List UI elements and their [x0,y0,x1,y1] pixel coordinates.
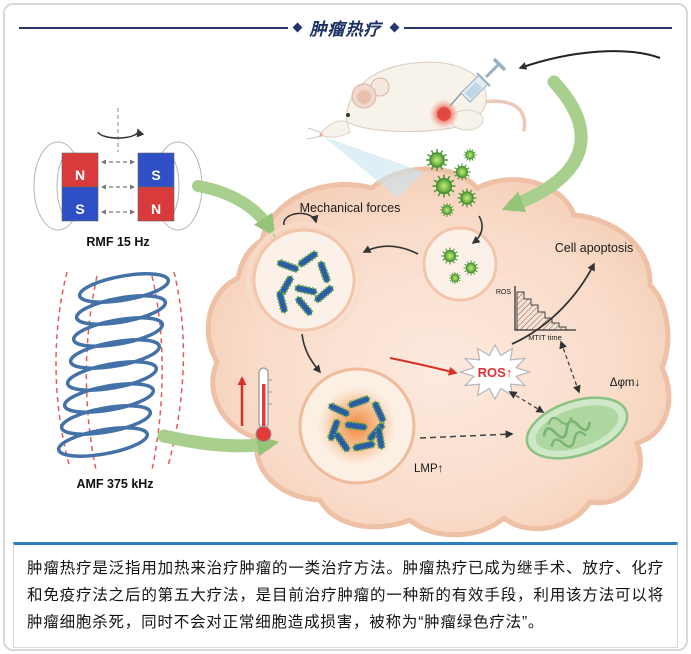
chart-y-label: ROS [496,289,512,296]
amf-label: AMF 375 kHz [76,477,153,491]
caption-box: 肿瘤热疗是泛指用加热来治疗肿瘤的一类治疗方法。肿瘤热疗已成为继手术、放疗、化疗和… [13,542,678,648]
ros-burst-label: ROS↑ [478,365,513,380]
page-title: 肿瘤热疗 [309,20,382,39]
diamond-icon [292,22,302,33]
tumor-spot [429,99,459,129]
mechanical-forces-label: Mechanical forces [300,201,401,215]
diagram: N S S N RMF 15 Hz [5,40,686,540]
caption-text: 肿瘤热疗是泛指用加热来治疗肿瘤的一类治疗方法。肿瘤热疗已成为继手术、放疗、化疗和… [27,560,664,631]
rmf-label: RMF 15 Hz [86,235,149,249]
ros-arrow [389,357,458,376]
lmp-label: LMP↑ [414,463,443,475]
coil-turns [56,272,171,458]
thermometer-icon [255,367,272,442]
mitochondria [525,396,629,460]
green-arrow-mouse [501,75,588,213]
green-arrow-bottom [157,429,280,457]
vesicle-endosome-1 [246,222,362,338]
green-arrow-top [192,180,276,237]
rotation-arc [283,212,319,226]
vesicle-endosome-2 [422,226,498,302]
cell-body [205,166,672,538]
arrow-vesicle1-to-heated [301,333,322,374]
header: 肿瘤热疗 [19,15,672,40]
delta-phi-label: Δφm↓ [610,377,640,389]
cell-apoptosis-label: Cell apoptosis [555,241,634,255]
dashed-link-chart-mito [559,340,581,394]
apoptosis-arrow [511,262,595,345]
magnet-pole-label: S [75,201,84,217]
chart-x-label: MTIT time [528,333,562,342]
diamond-icon [389,22,399,33]
magnet-pole-label: N [151,201,161,217]
rotation-arrow [97,128,145,139]
header-rule-left [19,26,288,29]
lmp-arrow [419,430,514,439]
mouse-tail [482,99,527,132]
injection-arrow [518,50,661,70]
arrow-cluster-to-vesicle2 [471,215,483,244]
header-rule-right [403,26,672,29]
magnet-left: N S [61,152,99,222]
magnet-pole-label: S [151,167,160,183]
figure-card: 肿瘤热疗 [3,3,688,651]
vesicle-heated [298,367,416,485]
syringe-icon [449,57,507,107]
field-lines [33,141,203,231]
mouse-eye [346,113,350,117]
mouse-illustration [306,50,661,198]
magnet-diagram: N S S N RMF 15 Hz [33,108,203,249]
magnet-pole-label: N [75,167,85,183]
coil-diagram: AMF 375 kHz [55,271,185,491]
spray-beam [324,137,424,198]
mini-chart: ROS MTIT time [496,286,576,342]
arrow-vesicle2-to-1 [362,245,419,255]
magnet-right: S N [137,152,175,222]
